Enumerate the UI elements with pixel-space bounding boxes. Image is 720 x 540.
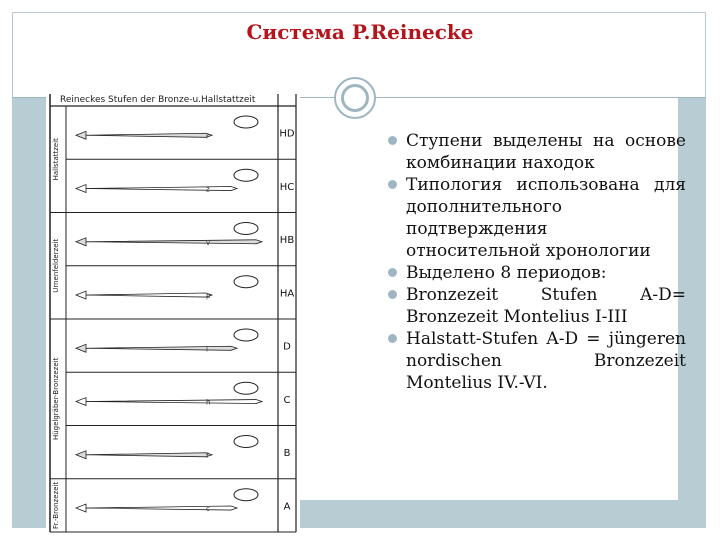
artifact-object (233, 115, 259, 129)
bullet-icon (388, 268, 397, 277)
artifact-sword (74, 130, 214, 140)
period-label: HB (280, 235, 295, 246)
period-label: HC (280, 182, 295, 193)
artifact-letter: v (206, 239, 210, 247)
artifact-letter: z (206, 186, 210, 194)
artifact-object (233, 221, 259, 235)
artifact-sword (74, 343, 239, 353)
figure-header: Reineckes Stufen der Bronze-u.Hallstattz… (60, 95, 256, 105)
period-rows: HD HC HB HA D C B A (66, 129, 296, 533)
bullet-item: Halstatt-Stufen A-D = jüngeren nordische… (384, 328, 686, 394)
bullet-list: Ступени выделены на основе комбинации на… (384, 130, 686, 394)
period-label: B (284, 448, 291, 459)
period-label: A (284, 501, 291, 512)
epoch-label: Urnenfelderzeit (52, 238, 60, 292)
bullet-icon (388, 136, 397, 145)
artifact-sword (74, 290, 214, 300)
period-label: D (283, 342, 291, 353)
slide-title: Система P.Reinecke (246, 20, 474, 44)
artifact-letter: r (206, 132, 209, 140)
artifact-letter: h (206, 399, 210, 407)
period-label: HD (279, 129, 295, 140)
epoch-label: Hügelgräber-Bronzezeit (52, 357, 60, 440)
divider-ornament-icon (334, 77, 376, 119)
bullet-icon (388, 290, 397, 299)
artifact-letter: l (206, 345, 208, 353)
bullet-item: Bronzezeit Stufen A-D= Bronzezeit Montel… (384, 284, 686, 328)
bullet-icon (388, 334, 397, 343)
artifact-letter: c (206, 505, 210, 513)
bullet-item: Ступени выделены на основе комбинации на… (384, 130, 686, 174)
epoch-label: Fr.-Bronzezeit (52, 482, 60, 529)
artifact-sketches: r z v p l h f c (74, 115, 264, 513)
artifact-letter: p (206, 292, 211, 300)
bullet-item: Типология использована для дополнительно… (384, 174, 686, 262)
artifact-sword (74, 503, 239, 513)
artifact-object (233, 275, 259, 289)
artifact-object (233, 168, 259, 182)
period-label: C (284, 395, 291, 406)
period-label: HA (280, 288, 295, 299)
left-accent-band (12, 98, 46, 528)
artifact-letter: f (206, 452, 209, 460)
artifact-sword (74, 237, 264, 247)
artifact-object (233, 328, 259, 342)
epoch-labels: HallstattzeitUrnenfelderzeitHügelgräber-… (50, 106, 67, 533)
artifact-sword (74, 450, 214, 460)
artifact-object (233, 488, 259, 502)
reinecke-chronology-figure: Reineckes Stufen der Bronze-u.Hallstattz… (46, 92, 300, 534)
bullet-icon (388, 180, 397, 189)
artifact-sword (74, 396, 264, 407)
artifact-sword (74, 183, 239, 194)
bullet-item: Выделено 8 периодов: (384, 262, 686, 284)
artifact-object (233, 434, 259, 448)
right-accent-band (678, 98, 706, 528)
epoch-label: Hallstattzeit (52, 138, 60, 181)
figure-drawing: Reineckes Stufen der Bronze-u.Hallstattz… (49, 94, 297, 533)
artifact-object (233, 381, 259, 395)
